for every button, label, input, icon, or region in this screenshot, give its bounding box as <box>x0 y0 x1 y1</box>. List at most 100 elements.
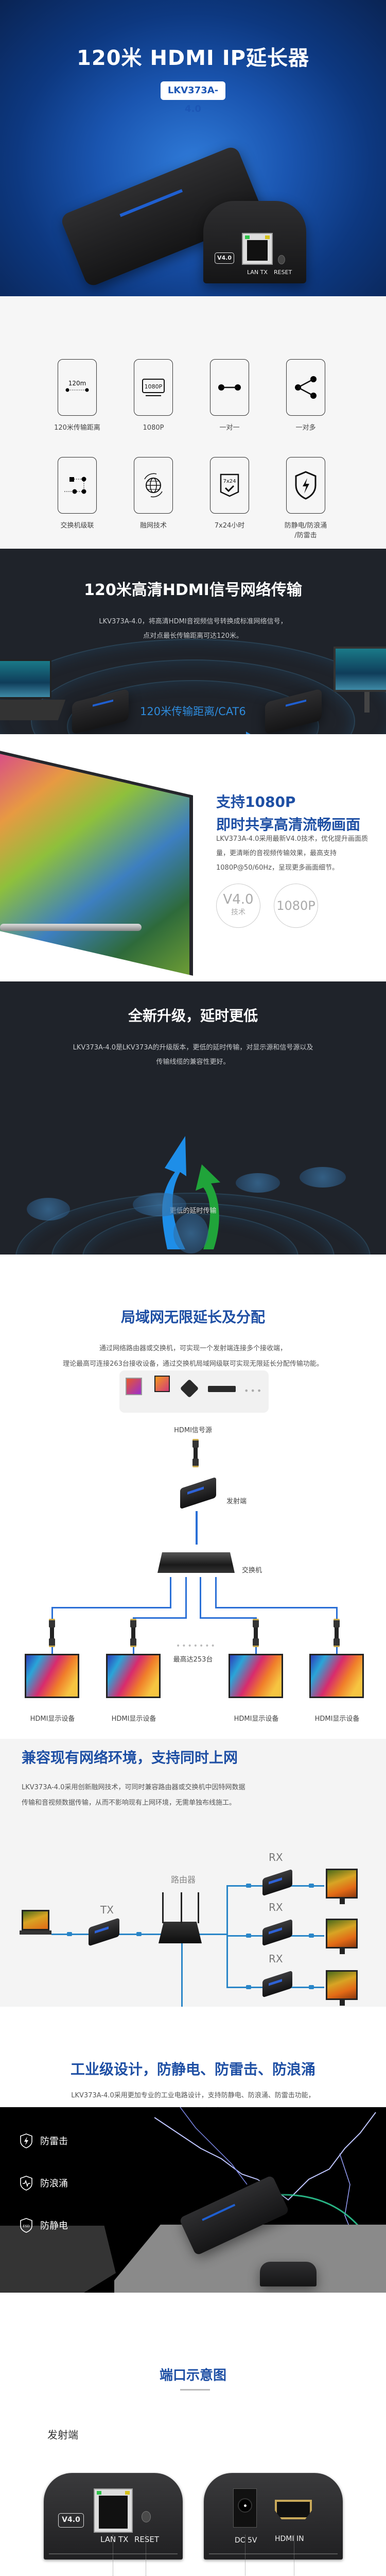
hdmi-cable-icon <box>49 1619 55 1647</box>
ethernet-cable <box>170 1577 171 1608</box>
switch-cascade-icon <box>58 457 97 514</box>
section-description: LKV373A-4.0采用创新融网技术，可同时兼容路由器或交换机中因特网数据传输… <box>22 1784 245 1807</box>
ethernet-cable <box>196 1511 198 1545</box>
hdmi-source-devices: ••• <box>119 1370 269 1413</box>
version-badge: V4.0 <box>58 2513 84 2528</box>
24-7-badge-icon: 7x24 <box>210 457 249 514</box>
rx-label: RX <box>269 1851 283 1863</box>
hdmi-display-image <box>229 1654 283 1698</box>
laptop-image <box>20 1910 51 1940</box>
svg-text:7x24: 7x24 <box>223 479 236 484</box>
shield-surge-icon <box>20 2175 33 2191</box>
ethernet-cable <box>185 1577 187 1618</box>
lan-distribution-section: 局域网无限延长及分配 通过网络路由器或交换机，可实现一个发射端连接多个接收端，理… <box>0 1255 386 1739</box>
section-description: LKV373A-4.0，将高清HDMI音视频信号转换成标准网络信号，点对点最长传… <box>99 618 287 640</box>
one-to-many-icon <box>286 359 325 416</box>
protection-item: 防雷击 <box>20 2133 68 2148</box>
shield-lightning-icon <box>286 457 325 514</box>
section-title: 工业级设计，防静电、防雷击、防浪涌 <box>70 2061 315 2078</box>
feature-label: 7x24小时 <box>214 522 245 530</box>
tv-image <box>0 750 193 976</box>
industrial-section: 工业级设计，防静电、防雷击、防浪涌 LKV373A-4.0采用更加专业的工业电路… <box>0 2007 386 2107</box>
feature-label: 一对一 <box>219 424 240 432</box>
ethernet-cable <box>200 1617 257 1619</box>
ethernet-cable <box>133 1617 187 1619</box>
switch-label: 交换机 <box>242 1567 262 1574</box>
section-description: 通过网络路由器或交换机，可实现一个发射端连接多个接收端，理论最高可连接263台接… <box>63 1345 323 1368</box>
tx-label: TX <box>100 1904 114 1916</box>
svg-text:1080P: 1080P <box>145 383 163 390</box>
ethernet-cable <box>215 1577 217 1608</box>
dc-label: DC 5V <box>235 2536 257 2545</box>
network-compat-section: 兼容现有网络环境，支持同时上网 LKV373A-4.0采用创新融网技术，可同时兼… <box>0 1739 386 2007</box>
hero-banner: 120米 HDMI IP延长器 LKV373A-4.0 V4.0 LAN TX … <box>0 0 386 296</box>
display-label: HDMI显示设备 <box>111 1715 156 1723</box>
feature-item: 交换机级联 <box>39 457 116 531</box>
badge-1080p: 1080P <box>274 884 318 928</box>
sender-heading: 发射端 <box>47 2429 78 2441</box>
ethernet-cable <box>200 1577 201 1618</box>
feature-item: 120m 120米传输距离 <box>39 359 116 433</box>
feature-label: 交换机级联 <box>60 522 94 530</box>
section-description: LKV373A-4.0采用更加专业的工业电路设计，支持防静电、防浪涌、防雷击功能… <box>71 2092 315 2099</box>
section-title: 兼容现有网络环境，支持同时上网 <box>22 1749 238 1766</box>
display-label: HDMI显示设备 <box>30 1715 75 1723</box>
hdmi-display-image <box>309 1654 364 1698</box>
latency-clock-icon <box>173 1213 208 1253</box>
rj45-port <box>242 233 273 265</box>
more-icon: ••• <box>244 1386 264 1396</box>
hdmi-display-image <box>25 1654 79 1698</box>
pc-device-icon <box>27 1198 70 1221</box>
product-title: 120米 HDMI IP延长器 <box>77 46 309 70</box>
settop-device-icon <box>300 1167 346 1188</box>
protection-label: 防静电 <box>40 2221 68 2231</box>
hdmi-cable-icon <box>253 1619 259 1647</box>
section-title: 全新升级，延时更低 <box>128 1007 258 1024</box>
monitor-1080p-icon: 1080P <box>134 359 173 416</box>
arrow-head-icon <box>246 732 253 734</box>
reset-label: RESET <box>134 2535 160 2544</box>
feature-item: 一对一 <box>191 359 268 433</box>
hdmi-label: HDMI IN <box>275 2535 304 2543</box>
protection-label: 防浪涌 <box>40 2178 68 2189</box>
globe-network-icon <box>134 457 173 514</box>
switch-image <box>157 1552 235 1573</box>
feature-item: 1080P 1080P <box>115 359 192 433</box>
monitor-image <box>326 1970 358 2006</box>
feature-item: 融网技术 <box>115 457 192 531</box>
reset-button <box>278 255 285 264</box>
hdmi-display-image <box>106 1654 161 1698</box>
section-title: 端口示意图 <box>159 2368 226 2383</box>
model-badge: LKV373A-4.0 <box>161 81 225 114</box>
grey-panel-left <box>0 2226 116 2293</box>
version-badge: V4.0 <box>215 252 234 264</box>
display-label: HDMI显示设备 <box>234 1715 279 1723</box>
upgrade-section: 全新升级，延时更低 LKV373A-4.0是LKV373A的升级版本，更低的延时… <box>0 981 386 1255</box>
hdmi-cable-icon <box>130 1619 136 1647</box>
distance-120m-icon: 120m <box>58 359 97 416</box>
title-underline <box>180 2389 210 2391</box>
hdmi-cable-icon <box>334 1619 340 1647</box>
feature-item: 一对多 <box>267 359 344 433</box>
protection-item: ESD 防静电 <box>20 2217 68 2233</box>
ethernet-cable <box>215 1607 338 1608</box>
feature-label: 一对多 <box>295 424 316 432</box>
lan-port-label: LAN TX <box>100 2535 129 2544</box>
rj45-port <box>94 2488 133 2533</box>
laptop-image <box>0 659 66 724</box>
sender-label: 发射端 <box>226 1498 247 1505</box>
shield-esd-icon: ESD <box>20 2217 33 2233</box>
feature-icons-section: 120m 120米传输距离 1080P 1080P 一对一 一对多交换机级联 融网技术 7x2… <box>0 296 386 549</box>
sender-device-image <box>180 1477 216 1510</box>
feature-label: 融网技术 <box>139 522 167 530</box>
feature-item: 7x24 7x24小时 <box>191 457 268 531</box>
feature-label: 防静电/防浪涌 /防雷击 <box>284 522 327 539</box>
rx-device-image <box>262 1970 292 1998</box>
feature-label: 1080P <box>143 424 164 432</box>
monitor-image <box>326 1869 358 1904</box>
console-device-icon <box>236 1173 280 1193</box>
svg-text:ESD: ESD <box>23 2224 29 2228</box>
feature-label: 120米传输距离 <box>54 424 100 432</box>
